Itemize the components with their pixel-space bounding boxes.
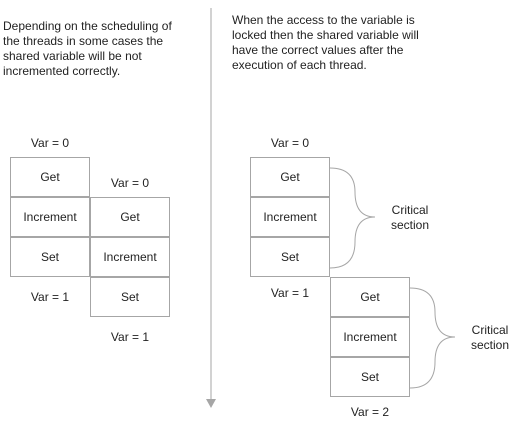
right-thread2-step-increment: Increment [330, 317, 410, 357]
left-thread1-var-before: Var = 0 [30, 136, 70, 150]
brace-critical-section-2 [409, 287, 456, 389]
right-thread2-step-get: Get [330, 277, 410, 317]
right-thread1-step-increment: Increment [250, 197, 330, 237]
right-thread2-brace-label: Critical section [470, 323, 510, 352]
left-thread2-step-set: Set [90, 277, 170, 317]
right-thread2-var-after: Var = 2 [350, 405, 390, 419]
right-thread1-step-get: Get [250, 157, 330, 197]
left-thread2-var-after: Var = 1 [110, 330, 150, 344]
left-description: Depending on the scheduling of the threa… [3, 19, 172, 78]
left-thread2-step-get: Get [90, 197, 170, 237]
left-thread2-step-increment: Increment [90, 237, 170, 277]
right-description: When the access to the variable is locke… [232, 13, 419, 72]
left-thread1-step-increment: Increment [10, 197, 90, 237]
right-thread1-var-after: Var = 1 [270, 286, 310, 300]
left-thread1-var-after: Var = 1 [30, 290, 70, 304]
right-thread1-step-set: Set [250, 237, 330, 277]
right-thread2-step-set: Set [330, 357, 410, 397]
right-thread1-brace-label: Critical section [390, 203, 430, 232]
divider-arrowhead [206, 399, 216, 408]
left-thread1-step-set: Set [10, 237, 90, 277]
left-thread1-step-get: Get [10, 157, 90, 197]
left-thread2-var-before: Var = 0 [110, 176, 150, 190]
right-thread1-var-before: Var = 0 [270, 136, 310, 150]
brace-critical-section-1 [329, 167, 376, 269]
